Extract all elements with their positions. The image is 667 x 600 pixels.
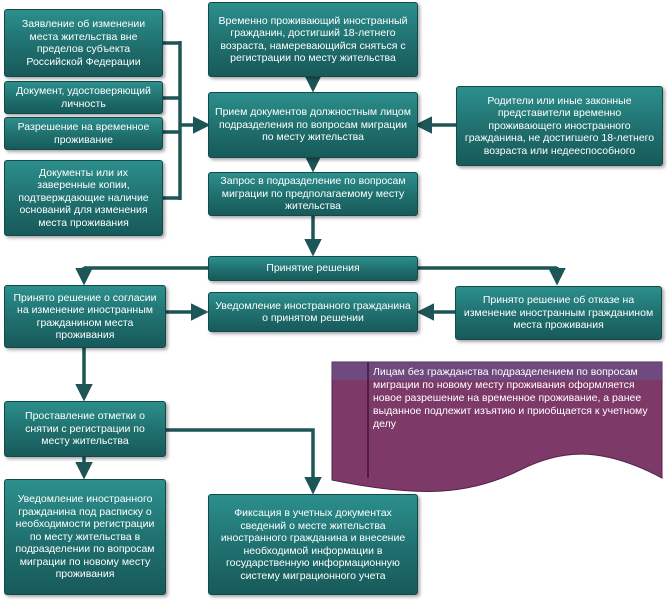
deregistration-mark-text: Проставление отметки о снятии с регистра… xyxy=(25,410,145,448)
request-text: Запрос в подразделение по вопросам мигра… xyxy=(220,175,406,213)
intake-text: Прием документов должностным лицом подра… xyxy=(215,106,411,144)
record-text: Фиксация в учетных документах сведений о… xyxy=(220,507,406,582)
representatives-box: Родители или иные законные представители… xyxy=(456,86,663,166)
notify-decision-box: Уведомление иностранного гражданина о пр… xyxy=(208,292,418,332)
doc-identity-box: Документ, удостоверяющий личность xyxy=(4,81,163,114)
statelessness-note-text: Лицам без гражданства подразделением по … xyxy=(373,366,648,430)
doc-grounds-text: Документы или их заверенные копии, подтв… xyxy=(18,166,149,229)
doc-application-text: Заявление об изменении места жительства … xyxy=(21,18,146,68)
consent-text: Принято решение о согласии на изменение … xyxy=(13,291,157,342)
intake-box: Прием документов должностным лицом подра… xyxy=(208,92,418,158)
notify-receipt-text: Уведомление иностранного гражданина под … xyxy=(15,493,155,581)
doc-application-box: Заявление об изменении места жительства … xyxy=(4,9,163,77)
consent-box: Принято решение о согласии на изменение … xyxy=(4,285,166,348)
refusal-text: Принято решение об отказе на изменение и… xyxy=(463,294,654,332)
notify-receipt-box: Уведомление иностранного гражданина под … xyxy=(4,479,166,595)
doc-permit-text: Разрешение на временное проживание xyxy=(17,121,150,146)
deregistration-mark-box: Проставление отметки о снятии с регистра… xyxy=(4,401,166,457)
notify-decision-text: Уведомление иностранного гражданина о пр… xyxy=(215,299,411,325)
record-box: Фиксация в учетных документах сведений о… xyxy=(208,494,418,595)
doc-permit-box: Разрешение на временное проживание xyxy=(4,117,163,150)
refusal-box: Принято решение об отказе на изменение и… xyxy=(455,286,662,340)
note-shape xyxy=(331,361,663,492)
arrow-deregistration-to-record xyxy=(166,428,322,495)
decision-box: Принятие решения xyxy=(208,256,418,281)
request-box: Запрос в подразделение по вопросам мигра… xyxy=(208,172,418,216)
applicant-text: Временно проживающий иностранный граждан… xyxy=(218,14,408,65)
doc-identity-text: Документ, удостоверяющий личность xyxy=(16,85,151,110)
representatives-text: Родители или иные законные представители… xyxy=(464,94,655,157)
decision-text: Принятие решения xyxy=(266,262,360,275)
applicant-box: Временно проживающий иностранный граждан… xyxy=(208,2,418,77)
doc-grounds-box: Документы или их заверенные копии, подтв… xyxy=(4,160,163,236)
